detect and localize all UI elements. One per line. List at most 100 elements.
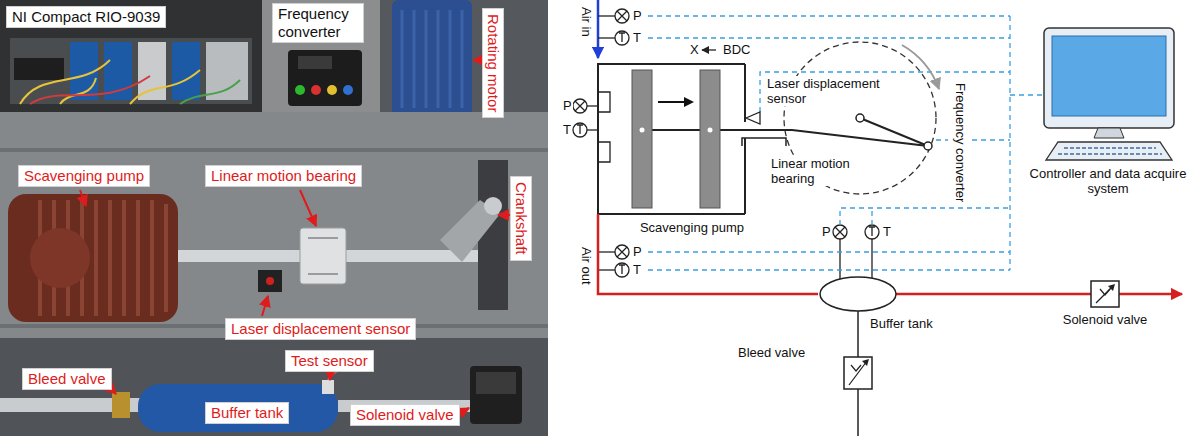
pump-photo xyxy=(30,228,90,288)
schematic xyxy=(573,0,1182,294)
leader-arrow xyxy=(498,214,510,216)
leader-arrow xyxy=(458,408,469,414)
frequency-converter-unit xyxy=(288,50,362,106)
callout-text: Bleed valve xyxy=(28,370,106,388)
pipe-line xyxy=(598,235,818,294)
sensor-symbol xyxy=(575,101,585,111)
sensor-symbol xyxy=(587,105,598,106)
sensor-symbol xyxy=(587,129,598,130)
laser-sensor-symbol xyxy=(746,112,760,124)
laser-sensor-photo xyxy=(266,277,274,285)
node-label: Bleed valve xyxy=(738,345,878,360)
solenoid-valve-symbol xyxy=(1096,286,1113,303)
sensor-symbol xyxy=(617,11,627,21)
callout-box: NI Compact RIO-9039 xyxy=(6,6,166,28)
callout-text: Linear motion bearing xyxy=(211,167,356,185)
node-label: Controller and data acquire system xyxy=(1028,166,1188,196)
sensor-symbol xyxy=(871,239,872,278)
controller-unit xyxy=(30,76,150,104)
frequency-converter-unit xyxy=(262,0,380,112)
controller-unit xyxy=(10,38,252,104)
sensor-symbol xyxy=(833,225,847,239)
solenoid-valve-symbol xyxy=(1100,289,1110,295)
pump-cylinder: Scavenging pump xyxy=(596,62,752,235)
sensor-symbol xyxy=(617,247,627,257)
controller-unit xyxy=(172,42,200,100)
controller-unit xyxy=(20,60,200,104)
callout-text: Solenoid valve xyxy=(356,406,454,424)
controller-unit xyxy=(0,0,262,112)
callout-text: Scavenging pump xyxy=(24,167,144,185)
buffer-tank: Buffer tank xyxy=(818,272,948,331)
sensor-letter: P xyxy=(632,8,643,23)
piston-rod xyxy=(860,118,928,146)
pipe-line xyxy=(857,331,859,345)
controller-unit xyxy=(138,42,166,100)
frequency-converter-unit xyxy=(298,56,332,69)
sensor-symbol xyxy=(839,239,840,279)
computer-symbol xyxy=(1046,142,1172,160)
position-label: BDC xyxy=(722,42,751,57)
node-label: Buffer tank xyxy=(818,316,948,331)
shaft-and-bearing xyxy=(300,228,346,284)
bleed-valve-symbol xyxy=(851,365,861,371)
signal-wire xyxy=(871,208,872,225)
signal-wire xyxy=(1010,94,1044,95)
sensor-symbol xyxy=(619,33,625,42)
signal-wire xyxy=(760,72,1010,112)
signal-wire xyxy=(648,37,1010,38)
callout-box: Rotating motor xyxy=(482,8,504,118)
crank-circle xyxy=(902,45,939,89)
frequency-converter-unit xyxy=(262,0,380,112)
motor xyxy=(402,10,462,108)
laser-sensor-photo xyxy=(258,270,282,292)
solenoid-valve-symbol xyxy=(1091,281,1119,307)
crank-circle xyxy=(924,142,932,150)
node-label: Scavenging pump xyxy=(596,220,752,235)
signal-wire xyxy=(1009,16,1010,270)
signal-wire xyxy=(972,139,1010,140)
buffer-tank-symbol xyxy=(857,311,859,331)
bottom-area xyxy=(322,380,334,394)
callout-box: Test sensor xyxy=(285,350,374,372)
controller-unit xyxy=(180,80,240,104)
frequency-converter-unit xyxy=(295,85,305,95)
axis-label: X xyxy=(689,42,700,57)
part-label: Frequency converter xyxy=(953,82,968,203)
sensor-symbol xyxy=(598,269,615,270)
leader-arrow xyxy=(329,372,331,380)
pump-cylinder-symbol xyxy=(596,62,752,235)
sensor-symbol xyxy=(869,227,875,236)
bottom-area xyxy=(0,338,548,436)
buffer-tank-symbol xyxy=(820,277,896,311)
sensor-symbol xyxy=(598,15,615,16)
laser-sensor-photo xyxy=(258,270,282,292)
computer-symbol xyxy=(1058,148,1162,154)
bearing-bracket xyxy=(742,138,786,146)
callout-box: Frequency converter xyxy=(272,3,364,43)
controller-unit xyxy=(0,0,262,112)
callout-box: Buffer tank xyxy=(205,402,289,424)
sensor-symbol xyxy=(615,31,629,45)
bleed-valve-symbol xyxy=(857,389,859,436)
sensor-symbol xyxy=(577,125,583,134)
node-label: Solenoid valve xyxy=(1050,312,1160,327)
crank-circle xyxy=(856,114,864,122)
pump-cylinder-symbol xyxy=(684,97,694,107)
bottom-area xyxy=(476,372,516,394)
pump-cylinder-symbol xyxy=(598,92,610,162)
bottom-area xyxy=(0,338,548,436)
sensor-symbol xyxy=(615,263,629,277)
leader-arrow xyxy=(80,190,86,206)
flow-label: Air out xyxy=(579,246,594,286)
outlet-arrow xyxy=(1160,293,1182,296)
bottom-area xyxy=(112,392,130,418)
sensor-letter: T xyxy=(882,224,892,239)
callout-text: Rotating motor xyxy=(484,14,502,112)
bottom-area xyxy=(470,366,522,424)
bleed-valve-symbol xyxy=(862,359,869,366)
leader-arrow xyxy=(80,60,510,414)
outlet-arrow xyxy=(1160,294,1182,295)
